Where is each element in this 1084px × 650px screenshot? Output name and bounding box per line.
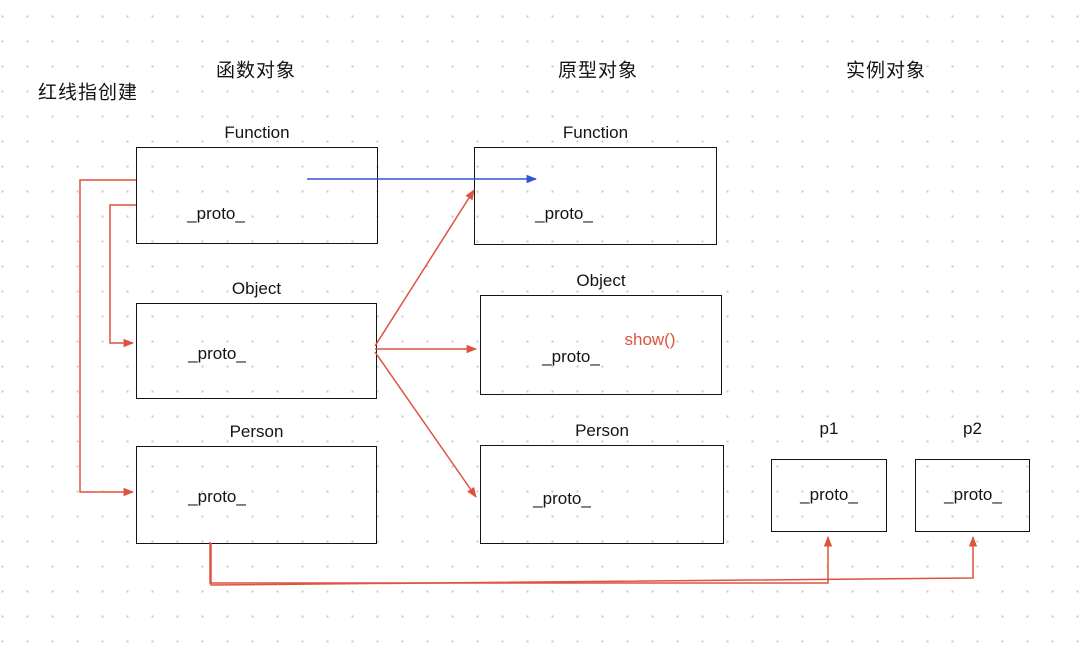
arrow-function-creates-person[interactable] <box>79 179 136 497</box>
method-label: show() <box>624 330 676 349</box>
proto-field: _proto_ <box>187 204 245 223</box>
node-title: Object <box>576 271 626 290</box>
proto-field: _proto_ <box>533 489 591 508</box>
arrow-person-to-p2[interactable] <box>210 535 978 586</box>
proto-field: _proto_ <box>944 485 1002 504</box>
arrow-object-to-person-prototype[interactable] <box>374 351 477 498</box>
column-header-instances[interactable]: 实例对象 <box>845 60 927 82</box>
node-instance-p2[interactable]: p2 _proto_ <box>915 419 1030 532</box>
node-title: Function <box>562 123 629 142</box>
proto-field: _proto_ <box>542 347 600 366</box>
node-title: p2 <box>963 419 982 438</box>
node-object-left[interactable]: Object _proto_ <box>136 279 377 399</box>
node-title: Function <box>224 123 290 142</box>
node-title: Object <box>231 279 282 298</box>
node-title: p1 <box>819 419 839 438</box>
node-function-prototype[interactable]: Function _proto_ <box>474 123 717 245</box>
arrow-object-to-function-prototype[interactable] <box>374 189 475 347</box>
proto-field: _proto_ <box>188 487 246 506</box>
node-function-left[interactable]: Function _proto_ <box>136 123 378 244</box>
proto-field: _proto_ <box>535 204 593 223</box>
node-person-left[interactable]: Person _proto_ <box>136 422 377 544</box>
column-header-functions[interactable]: 函数对象 <box>215 60 297 82</box>
legend-note[interactable]: 红线指创建 <box>38 82 139 104</box>
node-title: Person <box>575 421 629 440</box>
proto-field: _proto_ <box>188 344 246 363</box>
node-instance-p1[interactable]: p1 _proto_ <box>771 419 887 532</box>
node-object-prototype[interactable]: Object _proto_ show() <box>480 271 722 395</box>
proto-field: _proto_ <box>800 485 858 504</box>
node-title: Person <box>229 422 284 441</box>
node-person-prototype[interactable]: Person _proto_ <box>480 421 724 544</box>
arrow-person-to-p1[interactable] <box>209 535 833 584</box>
column-header-prototypes[interactable]: 原型对象 <box>557 60 639 82</box>
arrow-function-creates-object[interactable] <box>109 204 136 348</box>
